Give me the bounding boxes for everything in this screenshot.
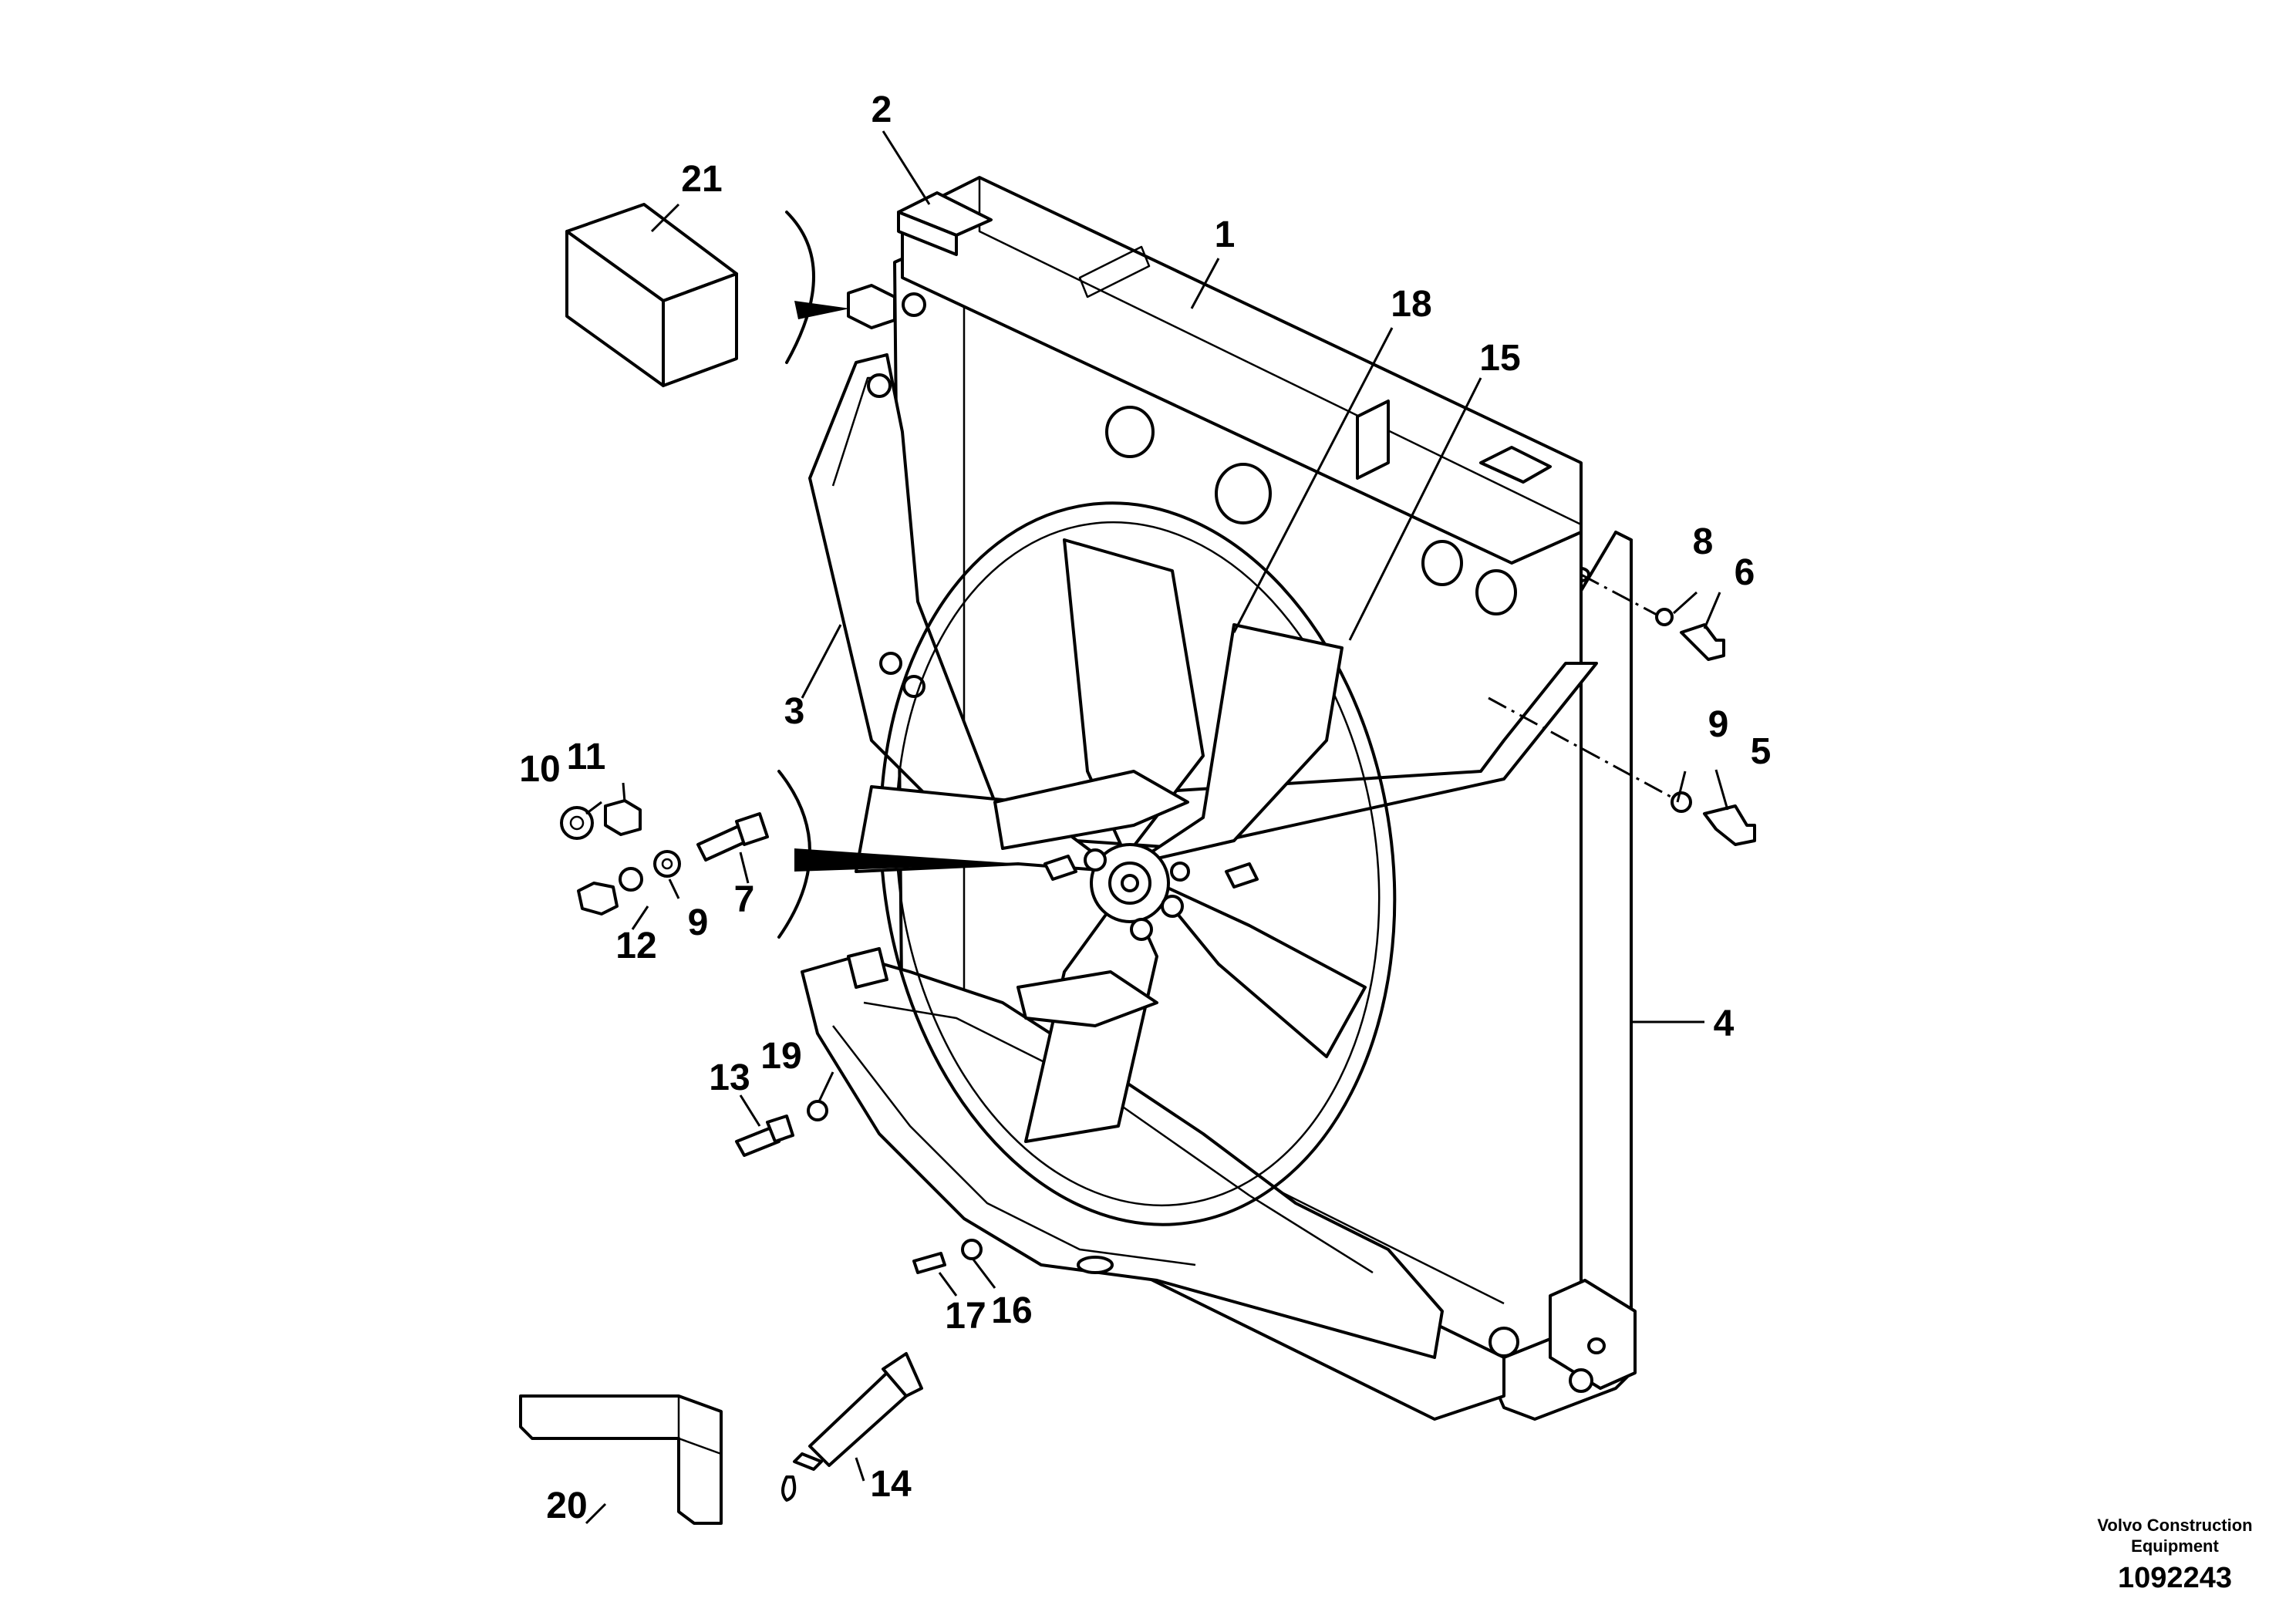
callout-9-left: 9	[688, 902, 709, 943]
brand-line-1: Volvo Construction	[2097, 1516, 2252, 1535]
brand-line-2: Equipment	[2131, 1536, 2219, 1556]
callout-3: 3	[784, 691, 805, 732]
nut-12	[577, 882, 619, 916]
callout-16: 16	[991, 1290, 1032, 1331]
callout-20: 20	[546, 1485, 587, 1526]
callout-12: 12	[615, 926, 656, 966]
fan	[855, 501, 1397, 1226]
callout-18: 18	[1391, 284, 1431, 325]
bolt-6	[1680, 623, 1725, 661]
washer-19	[807, 1100, 828, 1121]
part-14-tube	[781, 1352, 923, 1502]
washer-9-left-a	[619, 867, 643, 892]
callout-17: 17	[945, 1296, 986, 1337]
callout-9-right: 9	[1708, 704, 1729, 745]
callout-13: 13	[709, 1057, 750, 1098]
callout-11: 11	[567, 737, 606, 777]
bolt-5	[1703, 804, 1756, 846]
nut-11	[604, 799, 642, 836]
washer-9-left-b	[653, 850, 681, 878]
callout-2: 2	[872, 89, 892, 130]
leader-lines	[585, 130, 1729, 1525]
callout-19: 19	[760, 1036, 801, 1077]
radiator-fan-assembly	[801, 176, 1637, 1421]
part-20-hex-key	[519, 1394, 723, 1525]
callout-10: 10	[519, 749, 560, 790]
bolt-17	[912, 1252, 946, 1274]
washer-9-right	[1671, 791, 1692, 813]
arrow-7	[794, 848, 1022, 872]
callout-5: 5	[1751, 731, 1772, 772]
callout-1: 1	[1215, 214, 1236, 255]
callout-21: 21	[681, 159, 722, 200]
callout-4: 4	[1714, 1003, 1735, 1044]
fasteners-right	[1655, 608, 1756, 846]
arc-bracket-21	[785, 211, 815, 364]
callout-labels: 1 2 3 4 5 6 7 8 9 9 10 11 12 13 14 15 16…	[519, 89, 1771, 1526]
document-number: 1092243	[2118, 1562, 2232, 1594]
washer-16	[961, 1239, 983, 1260]
fasteners-lower	[735, 1100, 983, 1274]
arrow-21	[794, 301, 850, 319]
callout-7: 7	[734, 879, 755, 920]
washer-8	[1655, 608, 1674, 626]
callout-8: 8	[1693, 521, 1714, 562]
part-21-block	[565, 203, 738, 387]
callout-15: 15	[1479, 338, 1520, 379]
fasteners-left	[560, 799, 769, 916]
washer-10	[560, 806, 594, 840]
callout-14: 14	[870, 1464, 912, 1505]
footer: Volvo Construction Equipment 1092243	[2097, 1516, 2252, 1594]
callout-6: 6	[1735, 552, 1755, 593]
